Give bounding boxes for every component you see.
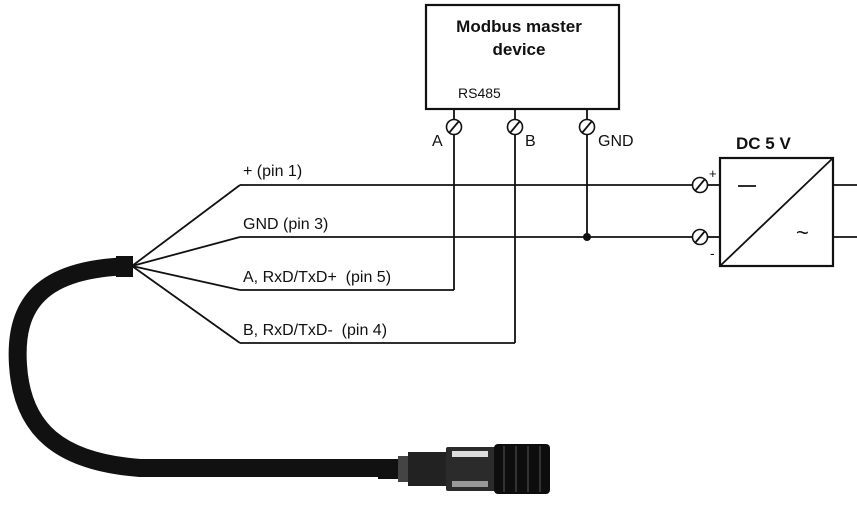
rs485-label: RS485 (458, 85, 501, 101)
supply-plus-sign: + (709, 166, 717, 181)
supply-minus-sign: - (710, 245, 715, 261)
cable-fanout (131, 184, 241, 344)
ac-symbol: ~ (796, 220, 809, 245)
terminal-b-label: B (525, 133, 536, 150)
wire-label-pin4: B, RxD/TxD- (pin 4) (243, 322, 387, 339)
sensor-cable (8, 257, 380, 477)
m12-connector (378, 444, 550, 494)
supply-terminal-plus (691, 176, 709, 194)
supply-terminal-minus (691, 228, 709, 246)
master-title-line2: device (493, 40, 546, 59)
terminal-a (445, 118, 463, 136)
master-title-line1: Modbus master (456, 17, 582, 36)
terminal-b (506, 118, 524, 136)
terminal-gnd (578, 118, 596, 136)
wire-label-pin1: + (pin 1) (243, 163, 302, 180)
wire-label-pin5: A, RxD/TxD+ (pin 5) (243, 269, 391, 286)
wire-label-pin3: GND (pin 3) (243, 216, 328, 233)
supply-diagonal (719, 157, 834, 267)
terminal-a-label: A (432, 133, 443, 150)
cable-end-sleeve (116, 256, 133, 277)
terminal-gnd-label: GND (598, 133, 634, 150)
supply-title: DC 5 V (736, 134, 791, 153)
modbus-master-box (424, 3, 621, 111)
